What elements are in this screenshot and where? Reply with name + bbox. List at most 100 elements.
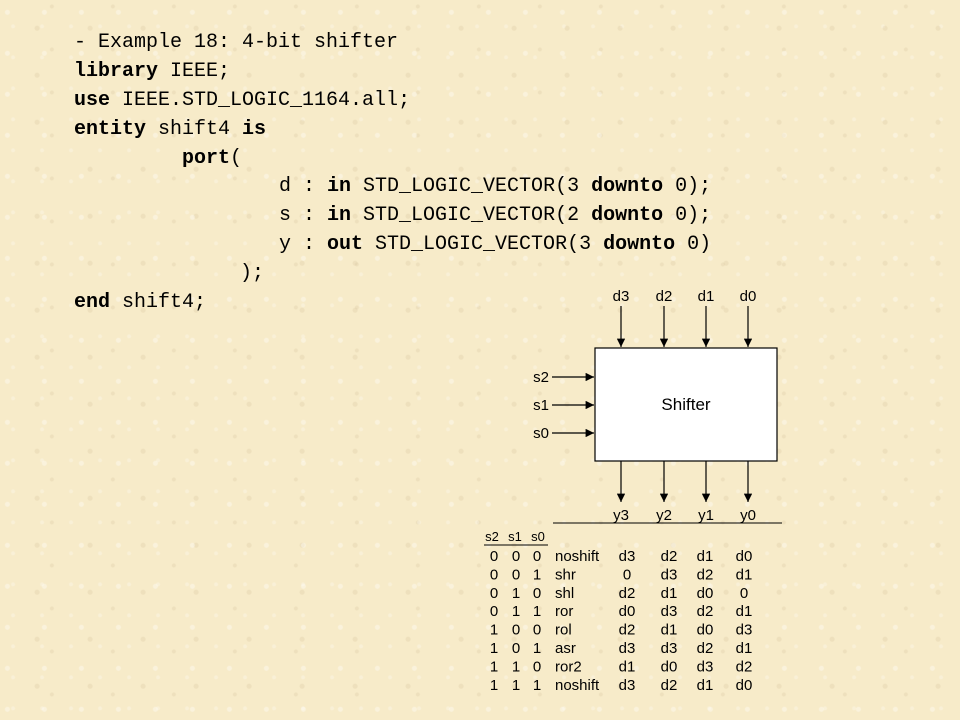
table-cell-operation: ror xyxy=(555,603,573,620)
table-cell: d2 xyxy=(736,658,753,675)
table-cell: 1 xyxy=(512,658,520,675)
table-cell: d1 xyxy=(736,566,753,583)
code-line-8: y : out STD_LOGIC_VECTOR(3 downto 0) xyxy=(279,230,711,259)
code-text: IEEE.STD_LOGIC_1164.all; xyxy=(110,89,411,112)
code-keyword: use xyxy=(74,89,111,112)
code-keyword: is xyxy=(242,118,267,141)
table-cell: 0 xyxy=(512,566,520,583)
table-cell: d2 xyxy=(619,622,636,639)
table-cell: 0 xyxy=(490,585,498,602)
code-text: STD_LOGIC_VECTOR(2 xyxy=(351,204,592,227)
code-keyword: downto xyxy=(591,204,664,227)
shifter-label: Shifter xyxy=(661,395,710,414)
code-text: y : xyxy=(279,233,328,256)
table-cell: d1 xyxy=(619,658,636,675)
code-line-1: - Example 18: 4-bit shifter xyxy=(74,28,398,57)
code-line-5: port( xyxy=(182,144,242,173)
table-cell: d3 xyxy=(619,640,636,657)
table-cell: d2 xyxy=(697,640,714,657)
table-cell-operation: shl xyxy=(555,585,574,602)
table-cell-operation: asr xyxy=(555,640,576,657)
code-text: d : xyxy=(279,175,328,198)
table-cell: 0 xyxy=(490,548,498,565)
table-cell: 0 xyxy=(512,622,520,639)
table-cell: 0 xyxy=(512,640,520,657)
code-text: 0); xyxy=(663,175,712,198)
table-cell: d3 xyxy=(661,603,678,620)
select-label-s1: s1 xyxy=(533,397,549,414)
table-cell: d0 xyxy=(736,677,753,694)
code-keyword: entity xyxy=(74,118,147,141)
code-keyword: library xyxy=(74,60,159,83)
table-cell: d0 xyxy=(736,548,753,565)
table-cell: d2 xyxy=(619,585,636,602)
table-cell: 0 xyxy=(533,548,541,565)
table-cell: 1 xyxy=(533,640,541,657)
table-cell: 0 xyxy=(533,585,541,602)
code-text: 0); xyxy=(663,204,712,227)
table-cell: d0 xyxy=(661,658,678,675)
table-cell: 1 xyxy=(490,622,498,639)
code-line-3: use IEEE.STD_LOGIC_1164.all; xyxy=(74,86,410,115)
output-label-y2: y2 xyxy=(656,507,672,524)
code-keyword: in xyxy=(327,204,352,227)
code-text: ); xyxy=(240,262,265,285)
table-header: s2 xyxy=(485,529,499,544)
table-cell: 1 xyxy=(533,566,541,583)
table-cell-operation: noshift xyxy=(555,677,600,694)
table-cell: d3 xyxy=(736,622,753,639)
table-cell: d2 xyxy=(697,566,714,583)
code-line-4: entity shift4 is xyxy=(74,115,266,144)
table-cell: d1 xyxy=(697,677,714,694)
code-line-7: s : in STD_LOGIC_VECTOR(2 downto 0); xyxy=(279,201,711,230)
table-cell: 0 xyxy=(623,566,631,583)
code-line-9: ); xyxy=(240,259,264,288)
table-cell: 0 xyxy=(490,566,498,583)
input-label-d2: d2 xyxy=(656,288,673,305)
code-keyword: downto xyxy=(591,175,664,198)
code-keyword: out xyxy=(327,233,364,256)
code-text: s : xyxy=(279,204,328,227)
table-cell: d2 xyxy=(697,603,714,620)
table-cell: 1 xyxy=(512,585,520,602)
code-line-6: d : in STD_LOGIC_VECTOR(3 downto 0); xyxy=(279,172,711,201)
table-cell: 1 xyxy=(533,603,541,620)
table-cell: 1 xyxy=(533,677,541,694)
table-cell: d2 xyxy=(661,677,678,694)
table-cell: d1 xyxy=(697,548,714,565)
table-cell-operation: noshift xyxy=(555,548,600,565)
table-cell: d3 xyxy=(661,640,678,657)
select-label-s0: s0 xyxy=(533,425,549,442)
table-cell: 1 xyxy=(490,677,498,694)
table-cell: d1 xyxy=(661,622,678,639)
table-cell: 0 xyxy=(533,622,541,639)
table-cell-operation: rol xyxy=(555,622,572,639)
table-cell: d0 xyxy=(697,622,714,639)
code-text: - Example 18: 4-bit shifter xyxy=(74,31,399,54)
input-label-d1: d1 xyxy=(698,288,715,305)
table-header: s0 xyxy=(531,529,545,544)
table-cell: 1 xyxy=(512,603,520,620)
table-cell: d3 xyxy=(697,658,714,675)
table-cell-operation: shr xyxy=(555,566,576,583)
input-label-d0: d0 xyxy=(740,288,757,305)
code-line-2: library IEEE; xyxy=(74,57,230,86)
table-cell: d0 xyxy=(697,585,714,602)
table-cell: d1 xyxy=(661,585,678,602)
table-cell: 0 xyxy=(490,603,498,620)
select-label-s2: s2 xyxy=(533,369,549,386)
code-keyword: in xyxy=(327,175,352,198)
output-label-y1: y1 xyxy=(698,507,714,524)
code-keyword: end xyxy=(74,291,111,314)
table-cell: d1 xyxy=(736,640,753,657)
table-cell: 1 xyxy=(512,677,520,694)
code-text: ( xyxy=(230,147,243,170)
code-text: shift4 xyxy=(146,118,243,141)
table-cell: 1 xyxy=(490,640,498,657)
code-text: 0) xyxy=(675,233,712,256)
table-cell: 0 xyxy=(533,658,541,675)
output-label-y3: y3 xyxy=(613,507,629,524)
table-cell: d3 xyxy=(619,548,636,565)
table-cell-operation: ror2 xyxy=(555,658,582,675)
